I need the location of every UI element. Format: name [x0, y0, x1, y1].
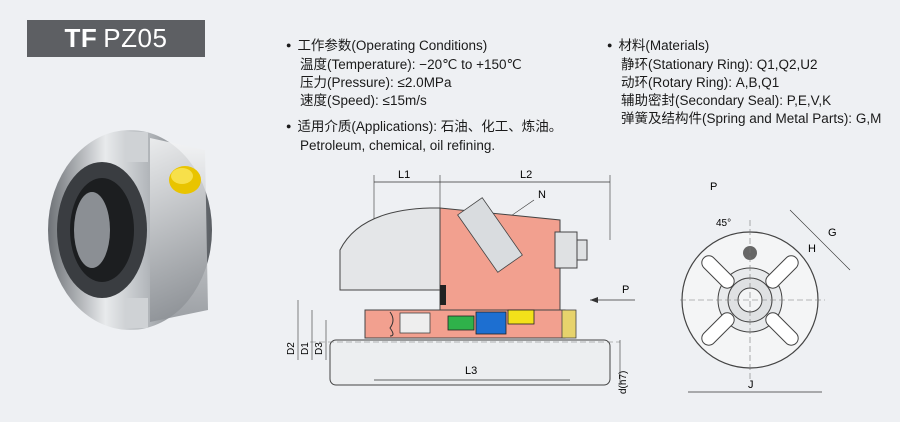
dim-d3: D3	[314, 342, 325, 355]
dim-g: G	[828, 227, 837, 239]
product-title-badge: TF PZ05	[27, 20, 205, 57]
angle-label: 45°	[716, 218, 731, 229]
dim-l2: L2	[520, 169, 532, 181]
pressure-text: 压力(Pressure): ≤2.0MPa	[300, 75, 452, 90]
dim-d2: D2	[286, 342, 297, 355]
seal-photo	[48, 130, 212, 330]
materials-block: 材料(Materials) 静环(Stationary Ring): Q1,Q2…	[607, 37, 881, 128]
stationary-ring-text: 静环(Stationary Ring): Q1,Q2,U2	[621, 57, 818, 72]
dim-d1: D1	[300, 342, 311, 355]
model-label: PZ05	[103, 23, 168, 53]
operating-conditions-block: 工作参数(Operating Conditions) 温度(Temperatur…	[286, 37, 562, 155]
speed-text: 速度(Speed): ≤15m/s	[300, 93, 427, 108]
secondary-seal-text: 辅助密封(Secondary Seal): P,E,V,K	[621, 93, 832, 108]
section-drawing: L1 L2 N L3 D2 D1 D3 d(h7) P	[286, 169, 635, 394]
dim-l1: L1	[398, 169, 410, 181]
materials-heading: 材料(Materials)	[607, 37, 881, 56]
operating-heading: 工作参数(Operating Conditions)	[286, 37, 562, 56]
front-view-drawing: P 45° G H J	[680, 181, 851, 393]
applications-heading: 适用介质(Applications): 石油、化工、炼油。	[286, 118, 562, 137]
dim-h: H	[808, 243, 816, 255]
dim-d-h7: d(h7)	[618, 371, 629, 394]
pressure-arrow-label: P	[622, 284, 629, 296]
dim-n: N	[538, 189, 546, 201]
temperature-text: 温度(Temperature): −20℃ to +150℃	[300, 57, 522, 72]
spring-metal-text: 弹簧及结构件(Spring and Metal Parts): G,M	[621, 111, 882, 126]
dim-l3: L3	[465, 365, 477, 377]
dim-j: J	[748, 379, 754, 391]
applications-english: Petroleum, chemical, oil refining.	[300, 138, 496, 153]
front-p-label: P	[710, 181, 717, 193]
brand-label: TF	[64, 23, 98, 53]
rotary-ring-text: 动环(Rotary Ring): A,B,Q1	[621, 75, 780, 90]
